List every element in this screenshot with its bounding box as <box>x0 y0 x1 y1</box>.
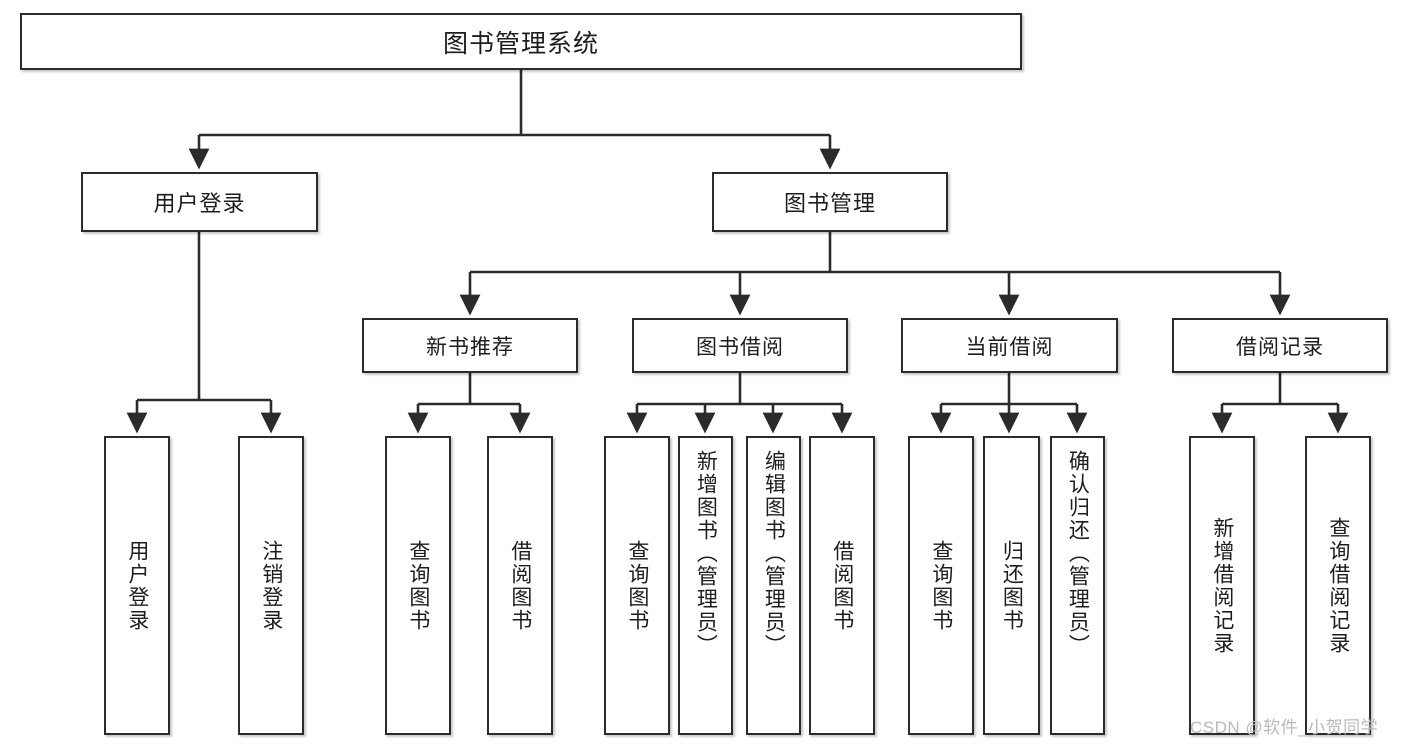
leaf-bb-borrow-book[interactable]: 借阅图书 <box>809 436 875 735</box>
node-book-borrow-label: 图书借阅 <box>696 335 784 359</box>
leaf-logout-label: 注销登录 <box>259 539 283 632</box>
leaf-nb-borrow-book-label: 借阅图书 <box>508 539 532 632</box>
node-new-book-recommend[interactable]: 新书推荐 <box>362 318 578 373</box>
csdn-watermark: CSDN @软件_小贺同学 <box>1190 718 1379 737</box>
node-new-book-recommend-label: 新书推荐 <box>426 335 514 359</box>
node-root[interactable]: 图书管理系统 <box>20 13 1022 70</box>
leaf-cb-confirm-return-label: 确认归还（管理员） <box>1066 450 1090 657</box>
leaf-nb-query-book[interactable]: 查询图书 <box>385 436 451 735</box>
leaf-bb-borrow-book-label: 借阅图书 <box>830 539 854 632</box>
leaf-cb-confirm-return[interactable]: 确认归还（管理员） <box>1050 436 1105 735</box>
leaf-nb-query-book-label: 查询图书 <box>406 539 430 632</box>
leaf-bb-edit-book[interactable]: 编辑图书（管理员） <box>746 436 801 735</box>
node-book-management[interactable]: 图书管理 <box>712 172 948 232</box>
leaf-bb-query-book[interactable]: 查询图书 <box>604 436 670 735</box>
node-book-management-label: 图书管理 <box>783 191 876 216</box>
leaf-logout[interactable]: 注销登录 <box>238 436 304 735</box>
node-borrow-record-label: 借阅记录 <box>1236 335 1324 359</box>
leaf-cb-return-book[interactable]: 归还图书 <box>983 436 1040 735</box>
leaf-cb-return-book-label: 归还图书 <box>1000 539 1024 632</box>
leaf-cb-query-book[interactable]: 查询图书 <box>908 436 974 735</box>
leaf-br-query-record-label: 查询借阅记录 <box>1326 516 1350 655</box>
leaf-br-add-record-label: 新增借阅记录 <box>1210 516 1234 655</box>
node-user-login[interactable]: 用户登录 <box>81 172 318 232</box>
node-current-borrow-label: 当前借阅 <box>965 335 1054 359</box>
leaf-user-login[interactable]: 用户登录 <box>104 436 170 735</box>
node-user-login-label: 用户登录 <box>153 191 246 216</box>
node-current-borrow[interactable]: 当前借阅 <box>901 318 1118 373</box>
leaf-bb-add-book[interactable]: 新增图书（管理员） <box>678 436 733 735</box>
leaf-user-login-label: 用户登录 <box>125 539 149 632</box>
node-borrow-record[interactable]: 借阅记录 <box>1172 318 1388 373</box>
leaf-bb-add-book-label: 新增图书（管理员） <box>694 450 718 657</box>
node-book-borrow[interactable]: 图书借阅 <box>632 318 848 373</box>
leaf-br-add-record[interactable]: 新增借阅记录 <box>1189 436 1255 735</box>
leaf-br-query-record[interactable]: 查询借阅记录 <box>1305 436 1371 735</box>
node-root-label: 图书管理系统 <box>442 29 599 58</box>
leaf-bb-edit-book-label: 编辑图书（管理员） <box>762 450 786 657</box>
leaf-nb-borrow-book[interactable]: 借阅图书 <box>487 436 553 735</box>
leaf-cb-query-book-label: 查询图书 <box>929 539 953 632</box>
leaf-bb-query-book-label: 查询图书 <box>625 539 649 632</box>
